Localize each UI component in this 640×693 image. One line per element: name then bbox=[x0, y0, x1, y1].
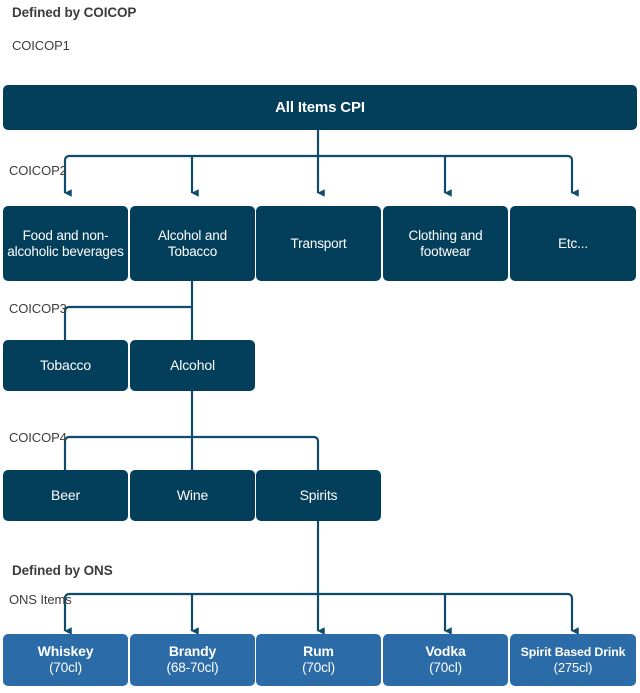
node-alcohol[interactable]: Alcohol bbox=[130, 340, 255, 391]
node-spirits[interactable]: Spirits bbox=[256, 470, 381, 521]
node-all-items-cpi[interactable]: All Items CPI bbox=[3, 85, 637, 130]
node-whiskey[interactable]: Whiskey (70cl) bbox=[3, 634, 128, 686]
node-transport[interactable]: Transport bbox=[256, 206, 381, 281]
node-size: (68-70cl) bbox=[166, 660, 219, 676]
node-brandy[interactable]: Brandy (68-70cl) bbox=[130, 634, 255, 686]
node-label: Wine bbox=[176, 487, 209, 504]
node-label: Clothing and footwear bbox=[408, 227, 483, 259]
node-alcohol-and-tobacco[interactable]: Alcohol and Tobacco bbox=[130, 206, 255, 281]
node-size: (70cl) bbox=[49, 660, 82, 676]
node-label: Alcohol bbox=[170, 357, 215, 374]
node-label: Etc... bbox=[558, 235, 588, 251]
node-label: All Items CPI bbox=[275, 98, 365, 116]
node-label: Rum bbox=[303, 643, 334, 660]
level-label-coicop3: COICOP3 bbox=[9, 301, 67, 316]
level-label-coicop1: COICOP1 bbox=[12, 38, 70, 53]
node-label: Spirits bbox=[299, 487, 338, 504]
node-label: Whiskey bbox=[37, 643, 94, 660]
node-food-and-non-alcoholic-beverages[interactable]: Food and non-alcoholic beverages bbox=[3, 206, 128, 281]
node-label: Beer bbox=[51, 487, 80, 504]
wire-l2-corner-left bbox=[63, 154, 70, 161]
level-label-coicop4: COICOP4 bbox=[9, 430, 67, 445]
node-etc[interactable]: Etc... bbox=[510, 206, 636, 281]
node-label: Brandy bbox=[168, 643, 217, 660]
node-label: Vodka bbox=[425, 643, 466, 660]
node-clothing-and-footwear[interactable]: Clothing and footwear bbox=[383, 206, 508, 281]
node-beer[interactable]: Beer bbox=[3, 470, 128, 521]
level-label-coicop2: COICOP2 bbox=[9, 163, 67, 178]
node-vodka[interactable]: Vodka (70cl) bbox=[383, 634, 508, 686]
node-label: Alcohol and Tobacco bbox=[158, 227, 227, 259]
wire-l2-corner-right bbox=[567, 154, 574, 161]
node-size: (70cl) bbox=[302, 660, 335, 676]
node-tobacco[interactable]: Tobacco bbox=[3, 340, 128, 391]
wire-ons-corner-right bbox=[567, 592, 574, 599]
node-size: (70cl) bbox=[429, 660, 462, 676]
level-label-ons-items: ONS Items bbox=[9, 592, 72, 607]
section-heading-ons: Defined by ONS bbox=[12, 563, 113, 578]
wire-l4-corner-right bbox=[313, 435, 320, 442]
node-size: (275cl) bbox=[553, 659, 593, 675]
section-heading-coicop: Defined by COICOP bbox=[12, 5, 137, 20]
node-label: Transport bbox=[290, 235, 347, 251]
node-label: Tobacco bbox=[39, 357, 92, 374]
node-wine[interactable]: Wine bbox=[130, 470, 255, 521]
node-label: Food and non-alcoholic beverages bbox=[7, 227, 124, 259]
node-rum[interactable]: Rum (70cl) bbox=[256, 634, 381, 686]
node-spirit-based-drink[interactable]: Spirit Based Drink (275cl) bbox=[510, 634, 636, 686]
node-label: Spirit Based Drink bbox=[520, 644, 626, 659]
